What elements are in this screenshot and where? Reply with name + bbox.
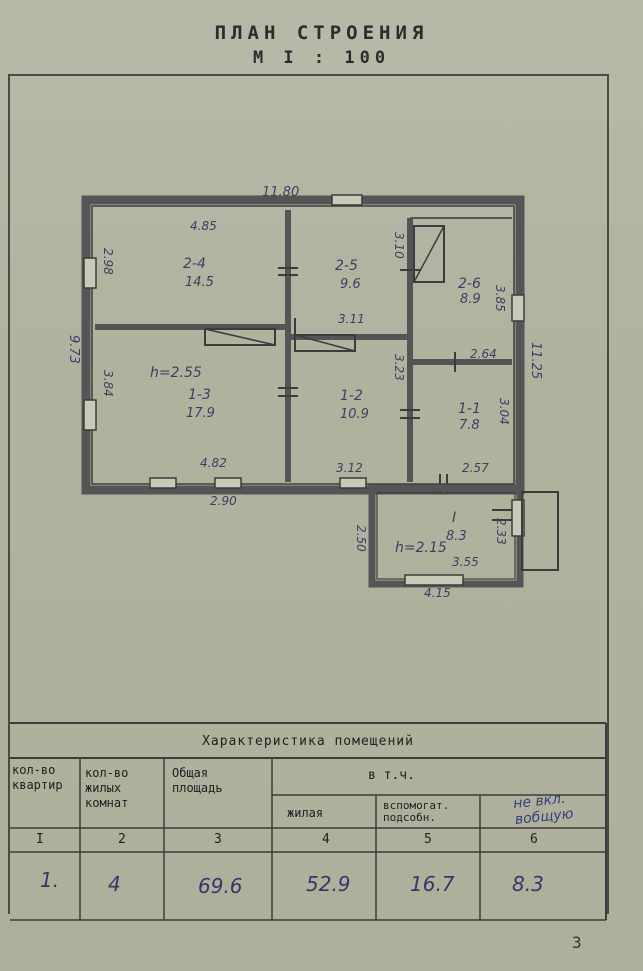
header-line: подсобн.	[383, 811, 436, 824]
document-title: ПЛАН СТРОЕНИЯ	[214, 22, 429, 44]
dim-label: 3.10	[392, 232, 406, 259]
header-line: комнат	[85, 796, 129, 810]
plan-window	[83, 399, 97, 431]
dim-overall-width: 11.80	[262, 185, 299, 200]
header-total-area: Общая площадь	[172, 766, 223, 796]
room-id: I	[452, 510, 456, 526]
value-auxiliary-area: 16.7	[410, 872, 455, 896]
plan-window	[331, 194, 363, 206]
room-area: 17.9	[186, 406, 215, 421]
room-id: 2-5	[335, 258, 358, 274]
room-id: 1-1	[458, 401, 481, 417]
dim-label: 3.12	[336, 461, 363, 475]
plan-window	[149, 477, 177, 489]
header-line: квартир	[12, 778, 63, 792]
column-number: I	[36, 832, 44, 847]
header-line: кол-во	[85, 766, 129, 780]
dim-overall-height-right: 11.25	[528, 342, 543, 379]
height-annex: h=2.15	[395, 540, 447, 556]
plan-stair	[413, 225, 445, 283]
header-auxiliary: вспомогат. подсобн.	[383, 800, 449, 824]
dim-label: 3.85	[493, 285, 507, 312]
dim-overall-height-left: 9.73	[66, 335, 81, 364]
dim-label: 2.98	[101, 248, 115, 275]
header-apartments: кол-во квартир	[12, 763, 63, 793]
dim-label: 2.57	[462, 461, 489, 475]
column-number: 4	[322, 832, 330, 847]
value-apartments: 1.	[40, 868, 60, 892]
column-number: 3	[214, 832, 222, 847]
dim-label: 2.90	[210, 494, 237, 508]
dim-label: 4.85	[190, 219, 217, 233]
page-frame	[8, 74, 609, 914]
plan-window	[83, 257, 97, 289]
room-id: 1-2	[340, 388, 363, 404]
room-area: 8.3	[446, 529, 467, 544]
header-line: вспомогат.	[383, 799, 450, 812]
room-area: 7.8	[459, 418, 480, 433]
plan-stove	[294, 334, 356, 352]
header-line: площадь	[172, 781, 223, 795]
header-living: жилая	[287, 806, 324, 820]
value-living-area: 52.9	[306, 872, 351, 896]
dim-label: 3.84	[101, 370, 115, 397]
plan-window	[511, 294, 525, 322]
plan-stove	[204, 328, 276, 346]
column-number: 2	[118, 832, 126, 847]
plan-window	[214, 477, 242, 489]
header-including: в т.ч.	[368, 768, 415, 783]
dim-label: 3.04	[497, 398, 511, 425]
room-area: 8.9	[460, 292, 481, 307]
room-id: 2-6	[458, 276, 481, 292]
dim-label: 3.23	[392, 354, 406, 381]
table-title: Характеристика помещений	[202, 734, 414, 749]
dim-label: 4.82	[200, 456, 227, 470]
header-living-rooms: кол-во жилых комнат	[85, 766, 128, 811]
dim-label: 2.50	[354, 525, 368, 552]
value-not-included: 8.3	[512, 872, 544, 896]
header-not-included-note: не вкл. вобщую	[512, 790, 574, 828]
dim-label: 3.55	[452, 555, 479, 569]
dim-label: 2.33	[494, 518, 508, 545]
dim-label: 2.64	[470, 347, 497, 361]
plan-outer-wall	[81, 195, 525, 495]
value-living-rooms: 4	[108, 872, 121, 896]
height-main: h=2.55	[150, 365, 202, 381]
plan-porch	[521, 491, 559, 571]
plan-window	[339, 477, 367, 489]
page-number: 3	[572, 933, 582, 952]
value-total-area: 69.6	[198, 874, 243, 898]
room-area: 9.6	[340, 277, 361, 292]
column-number: 6	[530, 832, 538, 847]
plan-window	[404, 574, 464, 586]
room-id: 2-4	[183, 256, 206, 272]
room-area: 10.9	[340, 407, 369, 422]
header-line: кол-во	[12, 763, 56, 777]
room-id: 1-3	[188, 387, 211, 403]
dim-label: 3.11	[338, 312, 365, 326]
room-area: 14.5	[185, 275, 214, 290]
header-line: Общая	[172, 766, 209, 780]
document-scale: М I : 100	[252, 48, 391, 68]
column-number: 5	[424, 832, 432, 847]
header-line: жилых	[85, 781, 122, 795]
dim-label: 4.15	[424, 586, 451, 600]
